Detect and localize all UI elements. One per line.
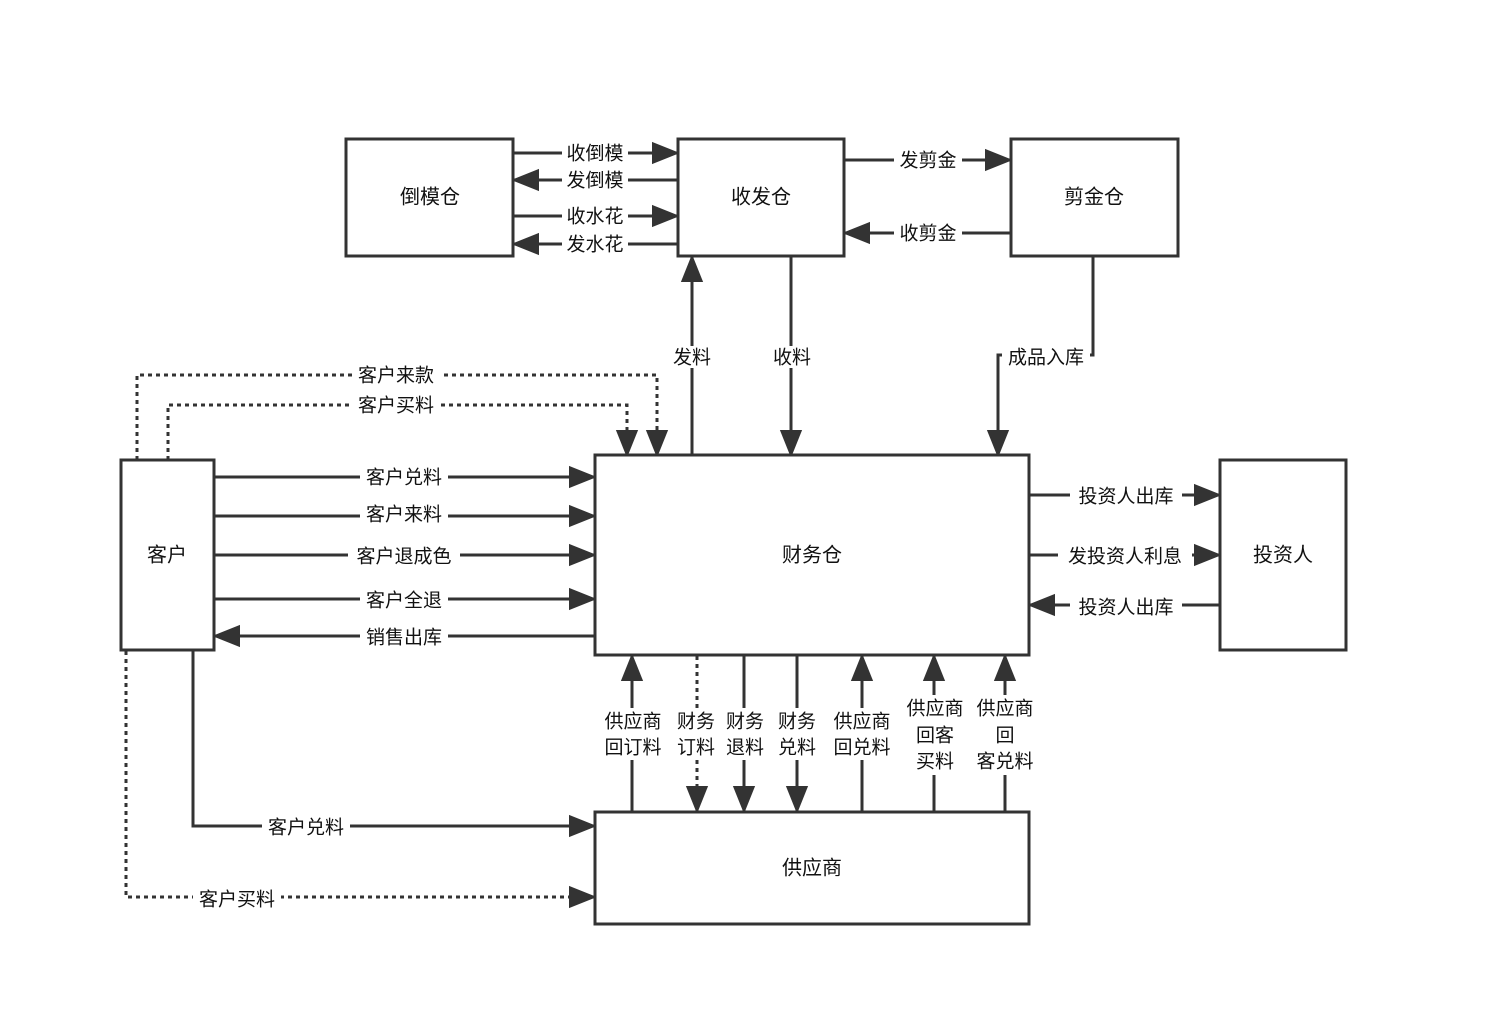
node-shoufa: 收发仓 <box>676 137 846 258</box>
label-caiwu-tuiliao-1: 财务 <box>726 711 764 733</box>
label-kehu-quantui: 客户全退 <box>366 590 442 612</box>
label-kehu-lailiao: 客户来料 <box>366 504 442 526</box>
label-kehu-laikuan: 客户来款 <box>358 365 434 387</box>
label-kehu-tuichengse: 客户退成色 <box>356 546 451 568</box>
node-gongyingshang-label: 供应商 <box>782 856 842 880</box>
node-shoufa-label: 收发仓 <box>731 185 791 209</box>
label-shou-jianjin: 收剪金 <box>899 223 956 245</box>
label-shou-shuihua: 收水花 <box>566 206 623 228</box>
label-kehu-maoliao-top: 客户买料 <box>358 395 434 417</box>
label-gys-hui-kemaoliao-2: 回客 <box>916 725 954 747</box>
edge-kehu-maoliao-top <box>166 403 639 460</box>
node-jianjin: 剪金仓 <box>1009 137 1180 258</box>
node-touziren-label: 投资人 <box>1253 543 1313 567</box>
label-gys-hui-duiliao-1: 供应商 <box>833 711 890 733</box>
label-chengpin-ruku: 成品入库 <box>1008 347 1084 369</box>
node-daomo-label: 倒模仓 <box>400 185 460 209</box>
label-fa-touziren-lixi: 发投资人利息 <box>1068 546 1182 568</box>
node-daomo: 倒模仓 <box>344 137 515 258</box>
label-gys-hui-dingliao-2: 回订料 <box>604 737 661 759</box>
label-fa-jianjin: 发剪金 <box>899 150 956 172</box>
label-xiaoshou-chuku: 销售出库 <box>366 627 442 649</box>
label-kehu-maoliao-bottom: 客户买料 <box>199 889 275 911</box>
node-gongyingshang: 供应商 <box>593 810 1031 926</box>
label-caiwu-dingliao-1: 财务 <box>677 711 715 733</box>
node-jianjin-label: 剪金仓 <box>1064 185 1124 209</box>
label-gys-hui-duiliao-2: 回兑料 <box>833 737 890 759</box>
label-fa-daomo: 发倒模 <box>566 170 623 192</box>
label-gys-hui-dingliao-1: 供应商 <box>604 711 661 733</box>
label-caiwu-tuiliao-2: 退料 <box>726 737 764 759</box>
node-kehu: 客户 <box>119 458 216 652</box>
label-touziren-chuku-out: 投资人出库 <box>1078 486 1173 508</box>
node-caiwu: 财务仓 <box>593 453 1031 657</box>
label-shouliao: 收料 <box>773 347 811 369</box>
label-kehu-duiliao-bottom: 客户兑料 <box>268 817 344 839</box>
edge-kehu-maoliao-bottom <box>124 651 597 909</box>
label-gys-hui-kemaoliao-3: 买料 <box>916 751 954 773</box>
edge-kehu-laikuan <box>135 373 669 460</box>
label-fa-shuihua: 发水花 <box>566 234 623 256</box>
label-kehu-duiliao: 客户兑料 <box>366 467 442 489</box>
label-caiwu-dingliao-2: 订料 <box>677 737 715 759</box>
label-gys-hui-kemaoliao-1: 供应商 <box>906 698 963 720</box>
node-touziren: 投资人 <box>1218 458 1348 652</box>
label-gys-hui-keduiliao-2: 回 <box>995 725 1014 747</box>
label-caiwu-duiliao-1: 财务 <box>778 711 816 733</box>
label-caiwu-duiliao-2: 兑料 <box>778 737 816 759</box>
label-gys-hui-keduiliao-1: 供应商 <box>976 698 1033 720</box>
node-kehu-label: 客户 <box>147 543 187 567</box>
label-shou-daomo: 收倒模 <box>566 143 623 165</box>
label-faliao: 发料 <box>673 347 711 369</box>
node-caiwu-label: 财务仓 <box>782 543 842 567</box>
label-touziren-chuku-in: 投资人出库 <box>1078 597 1173 619</box>
label-gys-hui-keduiliao-3: 客兑料 <box>976 751 1033 773</box>
edge-kehu-duiliao-bottom <box>191 651 597 838</box>
